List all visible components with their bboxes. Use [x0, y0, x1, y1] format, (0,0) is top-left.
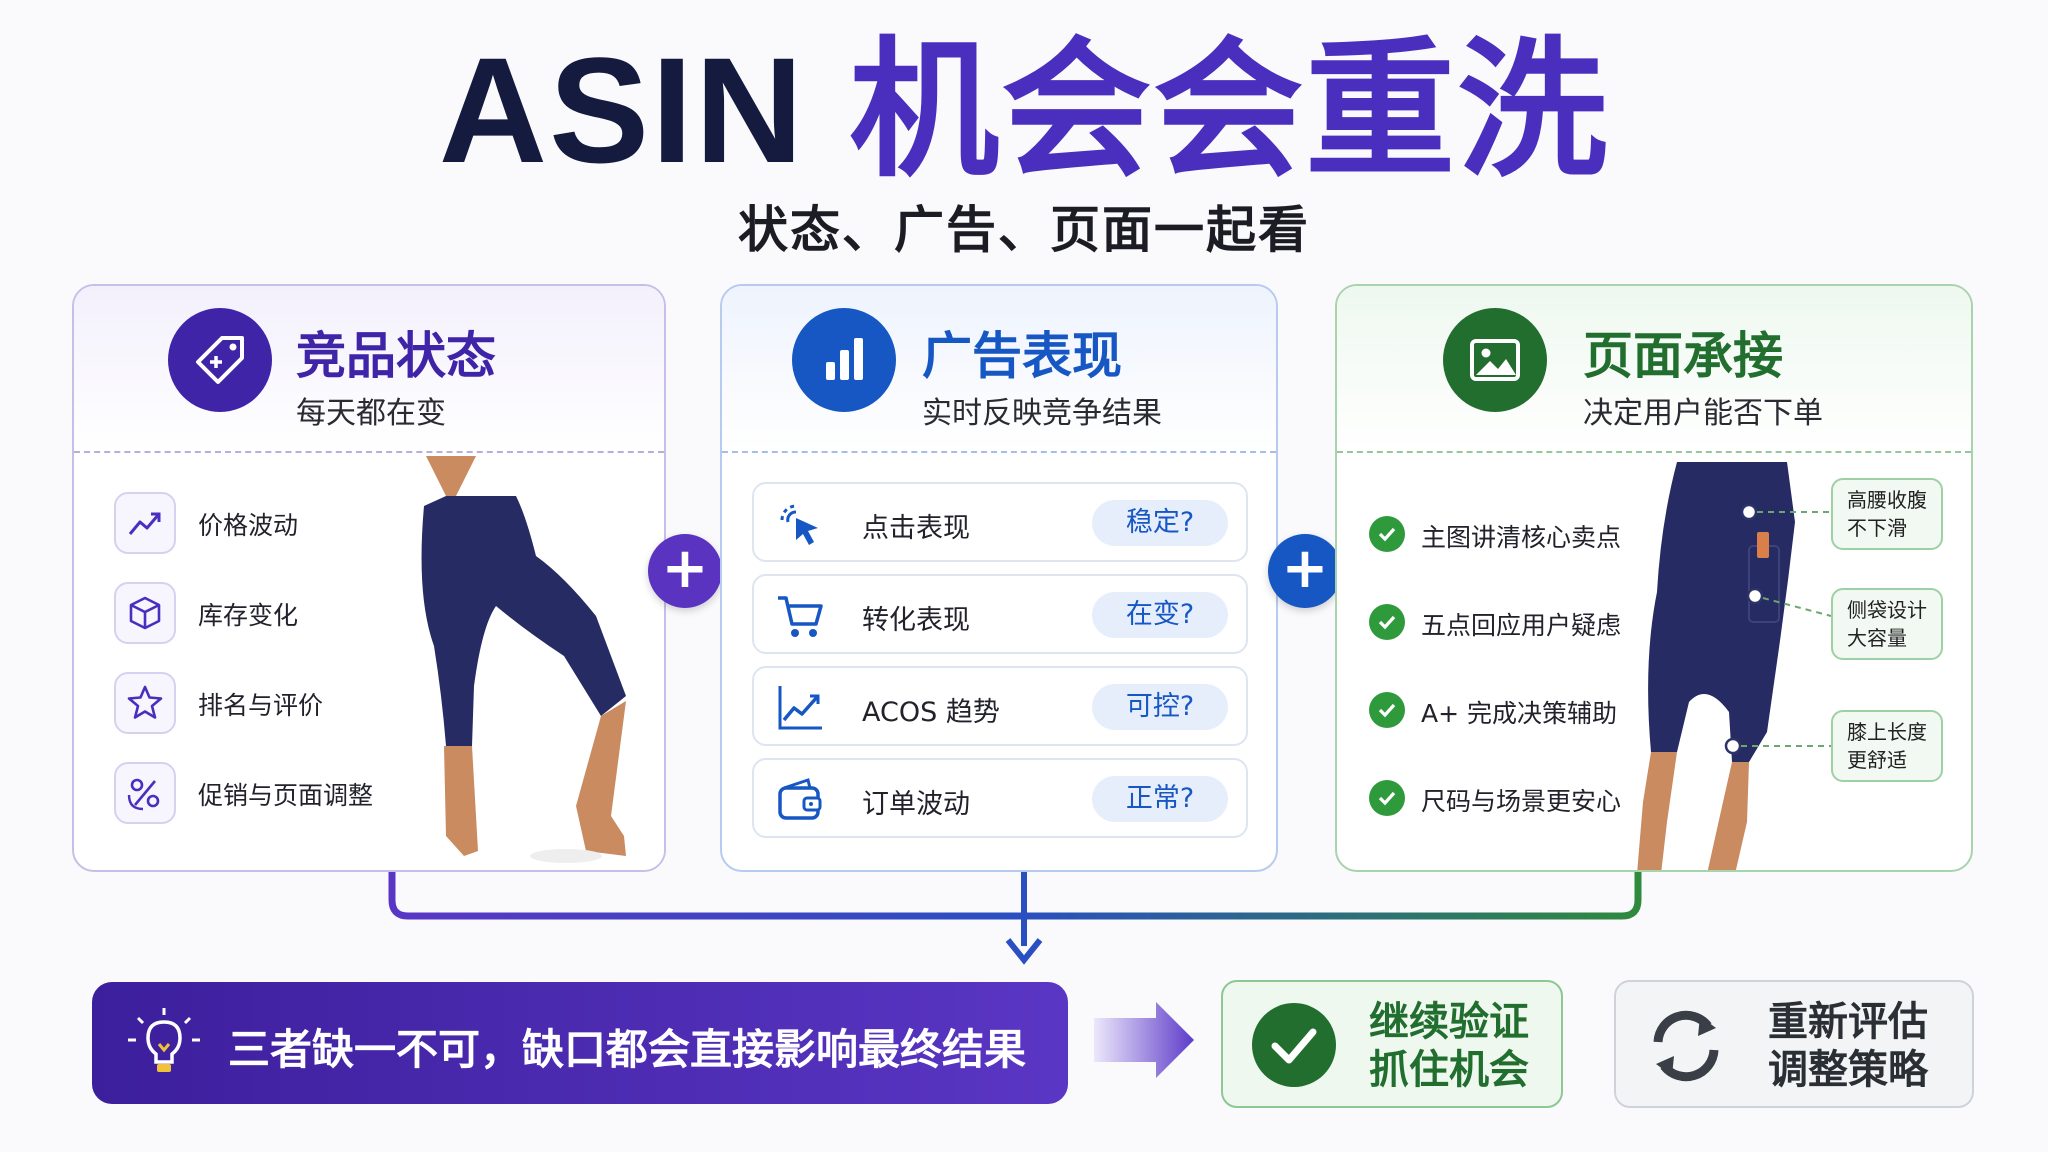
outcome-line: 继续验证 — [1369, 999, 1529, 1045]
competitor-status-panel: 竞品状态 每天都在变 价格波动 库存变化 排名与评价 促销与页面调整 — [72, 284, 666, 872]
check-icon — [1369, 780, 1405, 816]
panel-subtitle: 实时反映竞争结果 — [922, 396, 1162, 431]
check-icon — [1369, 516, 1405, 552]
check-icon — [1369, 604, 1405, 640]
merge-line — [388, 872, 1642, 920]
right-arrow — [1094, 1002, 1194, 1078]
banner-text: 三者缺一不可，缺口都会直接影响最终结果 — [228, 1025, 1027, 1074]
panel-title: 广告表现 — [922, 327, 1122, 385]
metric-row: ACOS 趋势 可控? — [752, 666, 1248, 746]
list-item: 库存变化 — [114, 582, 374, 648]
check-item: 尺码与场景更安心 — [1369, 776, 1669, 820]
page-conversion-panel: 页面承接 决定用户能否下单 主图讲清核心卖点 五点回应用户疑虑 A+ 完成决策辅… — [1335, 284, 1973, 872]
item-label: 尺码与场景更安心 — [1421, 787, 1622, 816]
status-badge: 在变? — [1092, 592, 1228, 638]
callout-line: 不下滑 — [1847, 516, 1907, 540]
box-icon — [114, 582, 176, 644]
panel-header — [1337, 286, 1971, 451]
metric-row: 点击表现 稳定? — [752, 482, 1248, 562]
outcome-line: 调整策略 — [1768, 1047, 1928, 1093]
divider — [722, 451, 1276, 453]
list-item: 促销与页面调整 — [114, 762, 374, 828]
list-item: 价格波动 — [114, 492, 374, 558]
item-label: 促销与页面调整 — [198, 781, 374, 810]
metric-row: 转化表现 在变? — [752, 574, 1248, 654]
panel-title: 竞品状态 — [296, 327, 496, 385]
check-icon — [1369, 692, 1405, 728]
outcome-line: 抓住机会 — [1369, 1047, 1529, 1093]
metric-label: 点击表现 — [862, 513, 970, 544]
list-item: 排名与评价 — [114, 672, 374, 738]
click-cursor-icon — [774, 498, 826, 550]
leggings-photo — [1637, 462, 1795, 870]
panel-subtitle: 每天都在变 — [296, 396, 446, 431]
callout-leaders — [1724, 503, 1832, 755]
metric-label: 订单波动 — [862, 789, 970, 820]
item-label: A+ 完成决策辅助 — [1421, 699, 1617, 728]
callout-line: 高腰收腹 — [1847, 488, 1927, 512]
item-label: 库存变化 — [198, 601, 299, 630]
callout-line: 更舒适 — [1847, 748, 1907, 772]
panel-title: 页面承接 — [1583, 327, 1783, 385]
wallet-icon — [774, 774, 826, 826]
leggings-photo — [386, 456, 664, 870]
divider — [1337, 451, 1971, 453]
metric-row: 订单波动 正常? — [752, 758, 1248, 838]
check-item: 主图讲清核心卖点 — [1369, 512, 1669, 556]
check-item: 五点回应用户疑虑 — [1369, 600, 1669, 644]
divider — [74, 451, 664, 453]
lightbulb-icon — [128, 1008, 200, 1072]
down-arrow-head — [1005, 938, 1043, 965]
summary-banner: 三者缺一不可，缺口都会直接影响最终结果 — [92, 982, 1068, 1104]
status-badge: 正常? — [1092, 776, 1228, 822]
reevaluate-outcome-box: 重新评估 调整策略 — [1614, 980, 1974, 1108]
continue-outcome-box: 继续验证 抓住机会 — [1221, 980, 1563, 1108]
feature-callout: 膝上长度 更舒适 — [1831, 710, 1943, 782]
image-icon — [1443, 308, 1547, 412]
refresh-icon — [1653, 1010, 1719, 1082]
status-badge: 可控? — [1092, 684, 1228, 730]
page-subtitle: 状态、广告、页面一起看 — [738, 201, 1310, 259]
check-circle-icon — [1252, 1003, 1336, 1087]
ad-performance-panel: 广告表现 实时反映竞争结果 点击表现 稳定? 转化表现 在变? ACOS 趋势 … — [720, 284, 1278, 872]
plus-icon: + — [648, 534, 722, 608]
star-icon — [114, 672, 176, 734]
plus-icon: + — [1268, 534, 1342, 608]
item-label: 排名与评价 — [198, 691, 324, 720]
item-label: 主图讲清核心卖点 — [1421, 523, 1622, 552]
item-label: 五点回应用户疑虑 — [1421, 611, 1622, 640]
percent-icon — [114, 762, 176, 824]
panel-subtitle: 决定用户能否下单 — [1583, 396, 1823, 431]
metric-label: ACOS 趋势 — [862, 697, 1000, 728]
trend-up-icon — [114, 492, 176, 554]
line-chart-icon — [774, 682, 826, 734]
price-tag-icon — [168, 308, 272, 412]
callout-line: 膝上长度 — [1847, 720, 1927, 744]
check-item: A+ 完成决策辅助 — [1369, 688, 1669, 732]
cart-icon — [774, 590, 826, 642]
bar-chart-icon — [792, 308, 896, 412]
outcome-line: 重新评估 — [1768, 999, 1928, 1045]
status-badge: 稳定? — [1092, 500, 1228, 546]
item-label: 价格波动 — [198, 511, 299, 540]
callout-line: 大容量 — [1847, 626, 1907, 650]
feature-callout: 高腰收腹 不下滑 — [1831, 478, 1943, 550]
title-main: ASIN — [438, 26, 806, 194]
metric-label: 转化表现 — [862, 605, 970, 636]
feature-callout: 侧袋设计 大容量 — [1831, 588, 1943, 660]
title-accent: 机会会重洗 — [849, 26, 1610, 194]
callout-line: 侧袋设计 — [1847, 598, 1927, 622]
